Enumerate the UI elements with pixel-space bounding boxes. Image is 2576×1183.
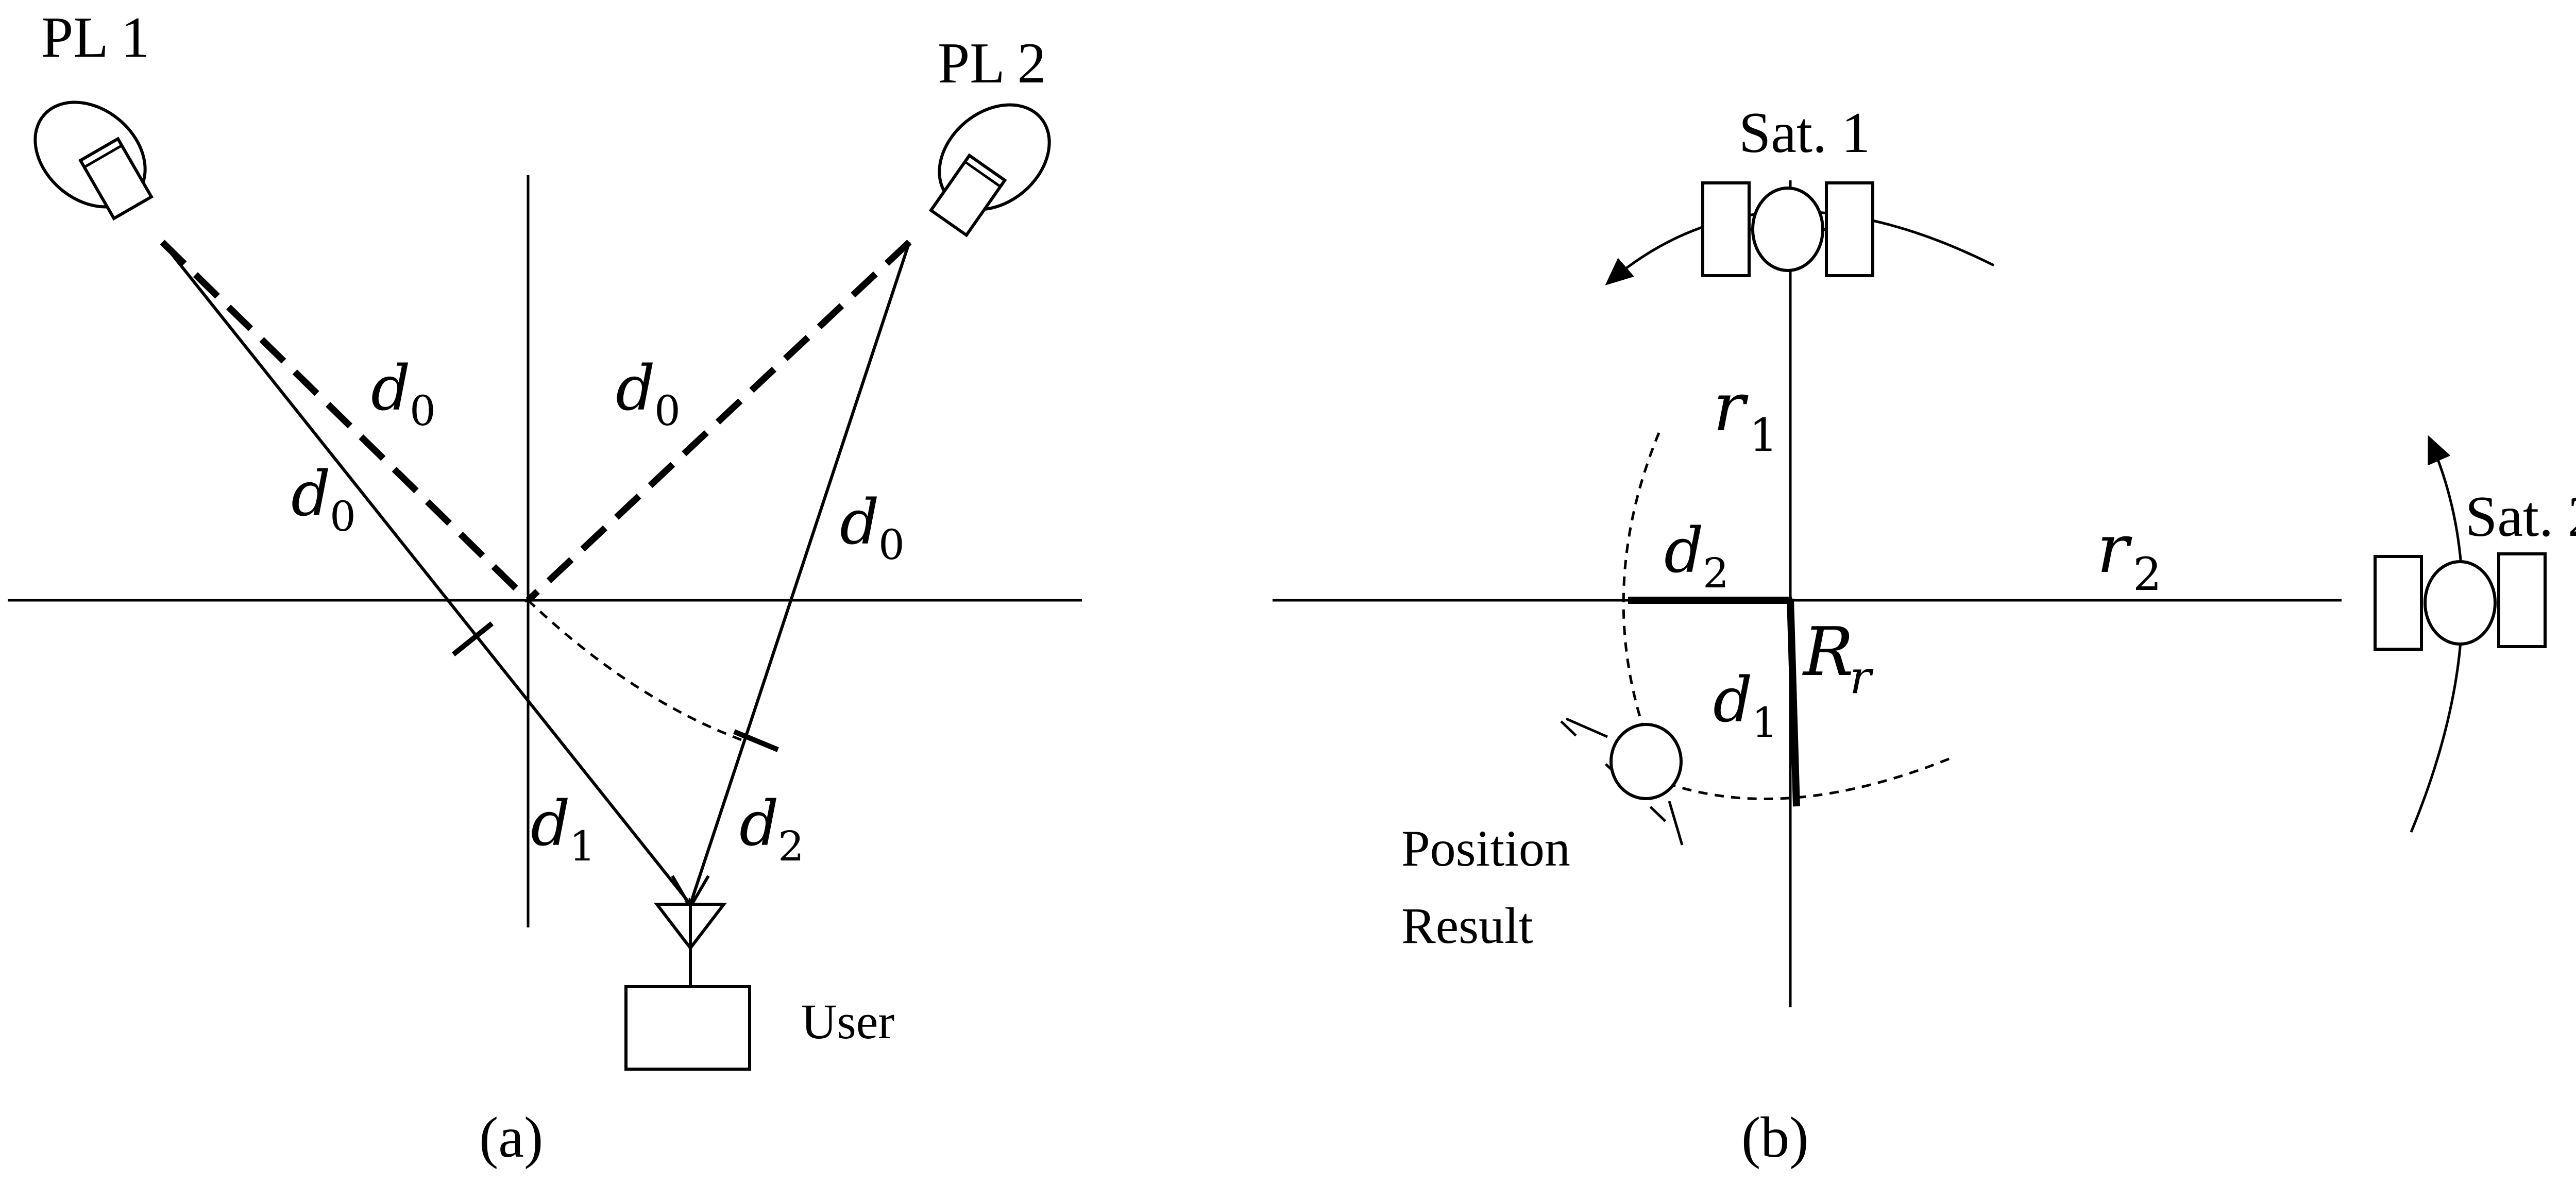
svg-text:d: d (371, 353, 411, 425)
svg-text:1: 1 (569, 822, 596, 870)
svg-text:r: r (1850, 651, 1874, 704)
user-antenna-icon (653, 903, 727, 987)
position-result-marker (1560, 717, 1684, 846)
caption-b: (b) (1741, 1106, 1809, 1170)
position-result-label-line2: Result (1401, 897, 1533, 954)
svg-text:d: d (1713, 665, 1753, 736)
d0-label-solid-right: d 0 (840, 487, 905, 569)
d0-label-dashed-left: d 0 (371, 353, 436, 435)
dashed-arc-bottom (1666, 756, 1953, 800)
d0-label-dashed-right: d 0 (616, 353, 681, 435)
svg-text:1: 1 (1752, 699, 1778, 747)
dashed-ray-pl1 (160, 240, 531, 603)
svg-text:2: 2 (778, 822, 804, 870)
sat2-satellite-icon (2374, 552, 2547, 651)
r2-label: r 2 (2097, 510, 2162, 601)
caption-a: (a) (479, 1106, 543, 1170)
svg-text:0: 0 (330, 493, 356, 540)
svg-text:2: 2 (2133, 548, 2162, 601)
pl1-projector-icon (33, 100, 154, 221)
user-label: User (801, 994, 894, 1049)
svg-text:0: 0 (410, 387, 436, 435)
svg-text:d: d (291, 459, 331, 530)
d2-label-a: d 2 (739, 788, 804, 870)
svg-text:0: 0 (878, 521, 905, 569)
d2-label-b: d 2 (1664, 515, 1729, 597)
svg-text:1: 1 (1749, 409, 1778, 462)
svg-text:d: d (531, 788, 570, 860)
dashed-arc-a (527, 599, 748, 743)
svg-text:R: R (1802, 613, 1854, 691)
svg-text:0: 0 (654, 387, 681, 435)
tick-pl1 (451, 621, 494, 656)
dashed-ray-pl2 (526, 240, 912, 603)
user-device-box (624, 985, 751, 1071)
rr-label: R r (1802, 613, 1874, 704)
panel-a: PL 1 PL 2 d 0 d 0 d 0 d 0 d 1 d 2 User (… (8, 6, 1082, 1170)
tick-pl2 (733, 729, 779, 752)
svg-text:d: d (616, 353, 655, 425)
svg-text:d: d (1664, 515, 1704, 587)
svg-text:r: r (1713, 368, 1749, 446)
svg-text:2: 2 (1703, 549, 1729, 597)
svg-text:r: r (2097, 510, 2132, 588)
d1-label-b: d 1 (1713, 665, 1778, 747)
r1-label: r 1 (1713, 368, 1778, 462)
sat1-satellite-icon (1701, 181, 1874, 277)
sat1-label: Sat. 1 (1739, 101, 1870, 165)
pl2-label: PL 2 (938, 31, 1046, 95)
solid-ray-pl1 (161, 241, 692, 905)
d1-segment (1787, 598, 1800, 807)
panel-b: Sat. 1 Sat. 2 r 1 r 2 d 2 d 1 R r Positi… (1273, 101, 2576, 1170)
svg-text:d: d (739, 788, 779, 860)
d0-label-solid-left: d 0 (291, 459, 356, 540)
position-result-label-line1: Position (1401, 820, 1570, 877)
svg-text:d: d (840, 487, 879, 559)
d1-label-a: d 1 (531, 788, 596, 870)
pl1-label: PL 1 (41, 6, 150, 70)
sat2-label: Sat. 2 (2465, 485, 2576, 549)
pl2-projector-icon (928, 103, 1051, 238)
solid-ray-pl2 (689, 242, 911, 904)
